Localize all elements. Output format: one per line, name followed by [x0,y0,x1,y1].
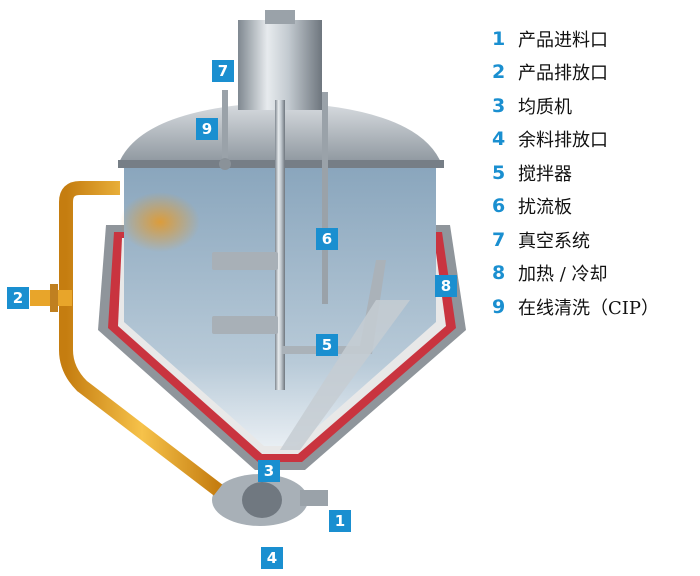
cip-pipe [222,90,228,162]
legend-item-7: 7 真空系统 [492,223,659,257]
legend-item-9: 9 在线清洗（CIP） [492,290,659,324]
legend-number: 4 [492,128,506,151]
legend-item-5: 5 搅拌器 [492,156,659,190]
legend-label: 真空系统 [518,230,590,252]
legend-number: 2 [492,61,506,84]
legend-number: 5 [492,161,506,184]
callout-badge-9: 9 [196,118,218,140]
agitator-shaft [275,100,285,390]
callout-badge-7: 7 [212,60,234,82]
legend-label: 产品进料口 [518,29,608,51]
legend-item-2: 2 产品排放口 [492,56,659,90]
callout-badge-5: 5 [316,334,338,356]
callout-badge-1: 1 [329,510,351,532]
baffle-rod [322,92,328,304]
callout-badge-6: 6 [316,228,338,250]
component-legend: 1 产品进料口 2 产品排放口 3 均质机 4 余料排放口 5 搅拌器 6 扰流板 7 真空系统 8 加热 /… [492,22,659,324]
legend-item-8: 8 加热 / 冷却 [492,257,659,291]
legend-item-1: 1 产品进料口 [492,22,659,56]
legend-item-3: 3 均质机 [492,89,659,123]
scraper-frame [282,260,386,354]
vacuum-column [238,20,322,110]
legend-number: 3 [492,94,506,117]
legend-number: 1 [492,27,506,50]
scraper-arm [280,300,410,450]
callout-badge-2: 2 [7,287,29,309]
legend-number: 8 [492,262,506,285]
legend-item-4: 4 余料排放口 [492,123,659,157]
cip-spray-ball [219,158,231,170]
legend-label: 加热 / 冷却 [518,264,608,286]
product-inlet-pipe [300,490,328,506]
product-discharge-pipe [59,181,223,496]
callout-badge-4: 4 [261,547,283,569]
legend-number: 9 [492,295,506,318]
legend-label: 搅拌器 [518,163,572,185]
incoming-product-flow [120,192,200,252]
legend-label: 产品排放口 [518,63,608,85]
legend-label: 扰流板 [518,197,572,219]
legend-label: 余料排放口 [518,130,608,152]
legend-label: 均质机 [518,96,572,118]
vacuum-column-cap [265,10,295,24]
homogenizer-rotor [242,482,282,518]
legend-number: 6 [492,195,506,218]
agitator-blade-lower [212,316,278,334]
legend-item-6: 6 扰流板 [492,190,659,224]
legend-label: 在线清洗（CIP） [518,297,659,319]
legend-number: 7 [492,228,506,251]
callout-badge-3: 3 [258,460,280,482]
agitator-blade-upper [212,252,278,270]
discharge-outlet-flange [50,284,58,312]
callout-badge-8: 8 [435,275,457,297]
